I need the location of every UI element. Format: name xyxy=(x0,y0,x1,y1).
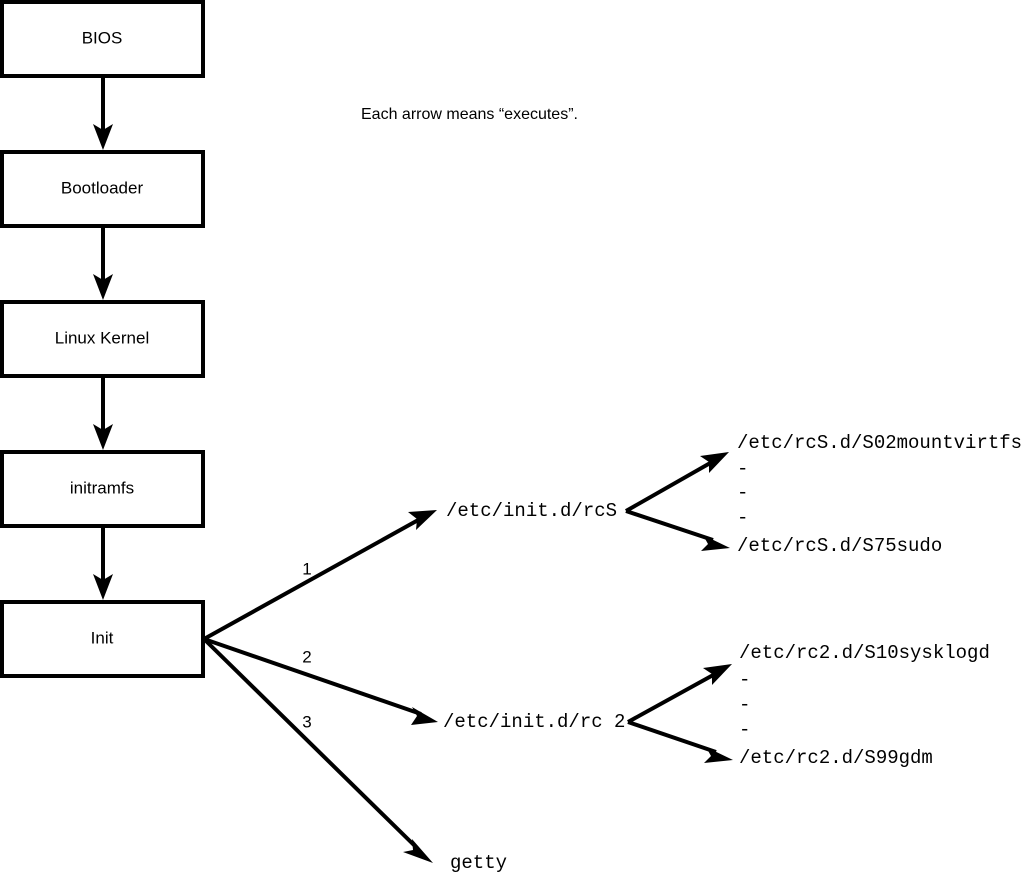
arrow-init-to-rcs xyxy=(203,510,437,641)
node-bootloader-label: Bootloader xyxy=(61,178,144,197)
node-init-rect[interactable] xyxy=(0,600,205,678)
rcs-ellipsis-1: - xyxy=(737,458,748,480)
arrow-bootloader-to-kernel xyxy=(93,226,113,300)
branch-label-rc2: /etc/init.d/rc 2 xyxy=(443,711,625,733)
rcs-script-last: /etc/rcS.d/S75sudo xyxy=(737,535,942,557)
legend-note: Each arrow means “executes”. xyxy=(361,106,578,123)
rcs-script-first: /etc/rcS.d/S02mountvirtfs xyxy=(737,432,1022,454)
node-bootloader[interactable]: Bootloader xyxy=(0,150,205,228)
node-bios-label: BIOS xyxy=(82,28,123,47)
rc2-ellipsis-1: - xyxy=(739,669,750,691)
node-linux-kernel[interactable]: Linux Kernel xyxy=(0,300,205,378)
branch-number-3: 3 xyxy=(302,712,311,731)
arrow-init-to-rc2 xyxy=(203,637,438,725)
node-bios[interactable]: BIOS xyxy=(0,0,205,78)
arrow-rcs-to-last xyxy=(625,509,730,551)
arrow-initramfs-to-init xyxy=(93,526,113,600)
init-branches-group: 1 2 3 /etc/init.d/rcS /etc/init.d/rc 2 g… xyxy=(202,500,625,874)
rc2-scripts-group: /etc/rc2.d/S10sysklogd - - - /etc/rc2.d/… xyxy=(627,642,990,769)
node-initramfs-label: initramfs xyxy=(70,478,134,497)
node-linux-kernel-label: Linux Kernel xyxy=(55,328,150,347)
arrow-bios-to-bootloader xyxy=(93,76,113,150)
rc2-script-last: /etc/rc2.d/S99gdm xyxy=(739,747,933,769)
branch-label-getty: getty xyxy=(450,852,507,874)
rcs-ellipsis-2: - xyxy=(737,482,748,504)
arrow-kernel-to-initramfs xyxy=(93,376,113,450)
node-initramfs-rect[interactable] xyxy=(0,450,205,528)
arrow-rc2-to-last xyxy=(627,720,733,763)
chain-arrows-group xyxy=(93,76,113,600)
boot-chain-group: BIOS Bootloader Linux Kernel initramfs I… xyxy=(0,0,205,678)
arrow-rcs-to-first xyxy=(625,452,729,513)
rcs-scripts-group: /etc/rcS.d/S02mountvirtfs - - - /etc/rcS… xyxy=(625,432,1022,557)
rc2-script-first: /etc/rc2.d/S10sysklogd xyxy=(739,642,990,664)
node-linux-kernel-rect[interactable] xyxy=(0,300,205,378)
rc2-ellipsis-2: - xyxy=(739,694,750,716)
node-init-label: Init xyxy=(91,628,114,647)
branch-number-2: 2 xyxy=(302,647,311,666)
rcs-ellipsis-3: - xyxy=(737,507,748,529)
node-initramfs[interactable]: initramfs xyxy=(0,450,205,528)
branch-label-rcs: /etc/init.d/rcS xyxy=(446,500,617,522)
node-bios-rect[interactable] xyxy=(0,0,205,78)
arrow-rc2-to-first xyxy=(627,664,732,724)
branch-number-1: 1 xyxy=(302,559,311,578)
rc2-ellipsis-3: - xyxy=(739,719,750,741)
arrow-init-to-getty xyxy=(202,637,433,863)
node-init[interactable]: Init xyxy=(0,600,205,678)
